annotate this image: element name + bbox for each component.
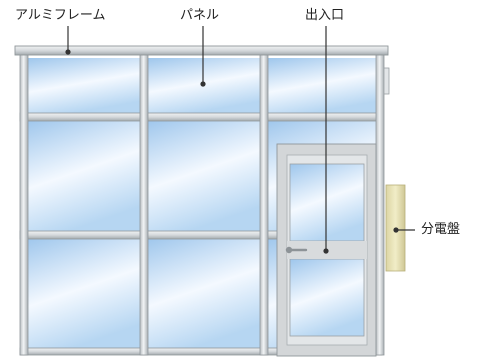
panel-r3c1 (27, 238, 141, 350)
leader-lines (65, 26, 415, 254)
panel-r1c1 (27, 58, 141, 114)
aluminum-top-frame (14, 45, 389, 56)
label-entrance: 出入口 (305, 8, 345, 23)
post-2 (139, 51, 149, 356)
rail-upper (19, 112, 383, 122)
label-distribution-board: 分電盤 (421, 222, 461, 237)
entrance-door (276, 143, 377, 357)
post-1 (19, 51, 29, 356)
leader-board-dot (393, 227, 399, 233)
post-3 (259, 51, 269, 356)
door-window-bottom (289, 258, 365, 337)
side-bracket (383, 67, 390, 95)
panel-r2c1 (27, 120, 141, 232)
label-aluminum-frame: アルミフレーム (15, 8, 106, 23)
panel-r2c2 (147, 120, 261, 232)
leader-frame-dot (65, 49, 71, 55)
panel-r1c3 (267, 58, 377, 114)
panel-r3c2 (147, 238, 261, 350)
door-window-top (289, 163, 365, 242)
leader-panel-dot (200, 81, 206, 87)
post-4 (375, 51, 385, 356)
label-panel: パネル (180, 8, 220, 23)
leader-entrance-dot (323, 248, 329, 254)
